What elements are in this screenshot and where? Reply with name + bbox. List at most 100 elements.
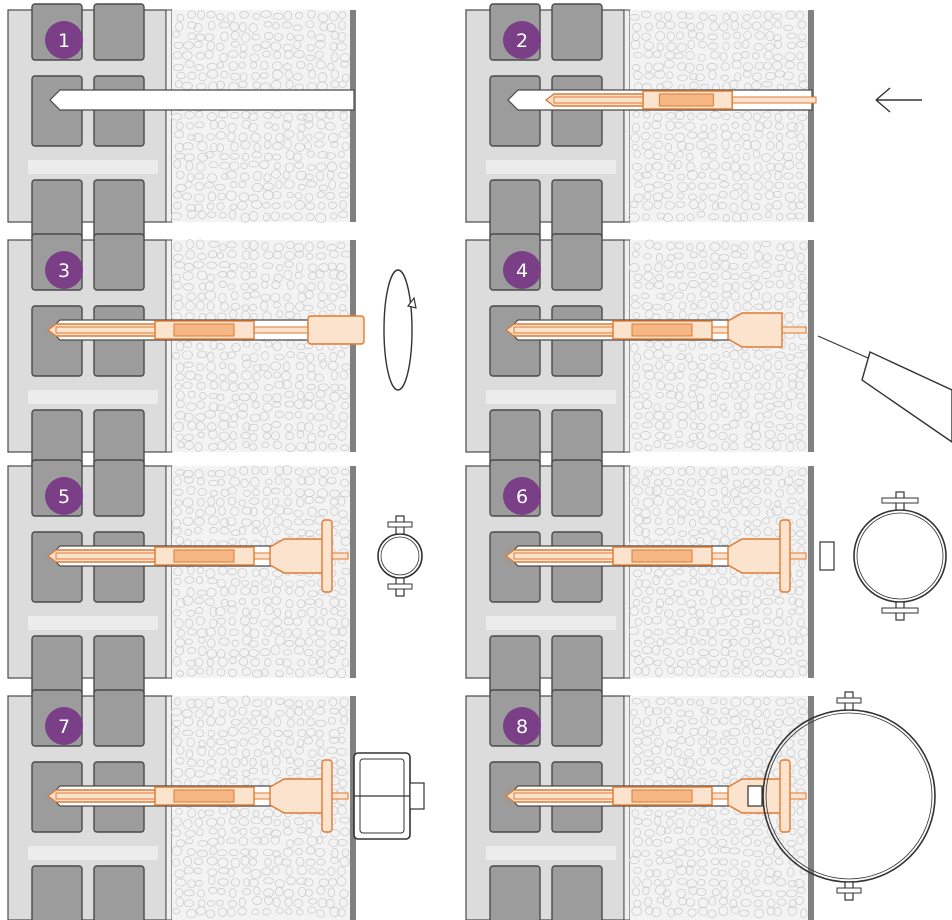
insulation-pebble xyxy=(697,53,706,62)
insulation-pebble xyxy=(665,402,676,410)
insulation-pebble xyxy=(761,292,772,303)
insulation-pebble xyxy=(251,597,261,606)
insulation-pebble xyxy=(656,380,665,391)
insulation-pebble xyxy=(651,707,663,716)
insulation-pebble xyxy=(194,517,205,527)
insulation-pebble xyxy=(251,836,262,845)
insulation-pebble xyxy=(316,649,326,658)
insulation-pebble xyxy=(304,422,314,433)
insulation-pebble xyxy=(708,836,718,846)
insulation-pebble xyxy=(654,568,664,579)
step-badge: 5 xyxy=(45,477,83,515)
insulation-pebble xyxy=(697,858,708,868)
step-number: 4 xyxy=(516,260,528,282)
insulation-pebble xyxy=(194,880,203,887)
step-badge: 6 xyxy=(503,477,541,515)
insulation-pebble xyxy=(228,747,238,756)
insulation-pebble xyxy=(696,509,705,518)
insulation-pebble xyxy=(263,370,272,379)
insulation-pebble xyxy=(729,727,741,737)
insulation-pebble xyxy=(337,640,347,648)
insulation-pebble xyxy=(775,279,785,289)
insulation-pebble xyxy=(285,443,296,452)
insulation-pebble xyxy=(688,617,699,627)
insulation-pebble xyxy=(752,466,763,475)
insulation-pebble xyxy=(182,729,194,737)
insulation-pebble xyxy=(677,419,688,430)
insulation-pebble xyxy=(264,340,273,348)
insulation-pebble xyxy=(730,836,739,846)
insulation-pebble xyxy=(172,526,182,536)
insulation-pebble xyxy=(236,410,248,419)
insulation-pebble xyxy=(228,616,236,626)
insulation-pebble xyxy=(708,14,718,22)
insulation-pebble xyxy=(722,151,731,160)
insulation-pebble xyxy=(270,829,282,838)
insulation-pebble xyxy=(338,20,346,31)
masonry-cell xyxy=(93,635,145,697)
insulation-pebble xyxy=(293,817,305,826)
insulation-pebble xyxy=(172,858,181,867)
insulation-pebble xyxy=(655,431,666,440)
insulation-pebble xyxy=(762,890,773,898)
insulation-pebble xyxy=(688,182,696,191)
insulation-pebble xyxy=(338,80,347,88)
insulation-pebble xyxy=(206,737,216,748)
insulation-pebble xyxy=(674,110,685,121)
masonry-cell xyxy=(93,75,145,147)
insulation-pebble xyxy=(275,180,283,190)
insulation-pebble xyxy=(230,506,240,517)
insulation-pebble xyxy=(729,618,740,627)
insulation-pebble xyxy=(674,430,684,438)
insulation-pebble xyxy=(678,897,687,906)
insulation-pebble xyxy=(719,879,728,889)
insulation-pebble xyxy=(749,274,761,282)
insulation-pebble xyxy=(227,739,239,749)
insulation-pebble xyxy=(631,697,642,705)
insulation-pebble xyxy=(328,697,338,707)
insulation-pebble xyxy=(306,43,315,52)
insulation-pebble xyxy=(751,619,761,628)
insulation-pebble xyxy=(740,898,752,907)
step-number: 6 xyxy=(516,486,528,508)
insulation-pebble xyxy=(194,709,205,719)
masonry-cell xyxy=(551,3,603,61)
insulation-pebble xyxy=(640,430,651,440)
insulation-pebble xyxy=(642,200,653,211)
insulation-pebble xyxy=(798,707,809,716)
insulation-pebble xyxy=(238,382,248,391)
insulation-pebble xyxy=(304,141,312,150)
insulation-pebble xyxy=(708,292,719,300)
insulation-pebble xyxy=(765,726,774,736)
insulation-pebble xyxy=(216,441,228,451)
step-8-panel: 8 xyxy=(465,689,952,920)
insulation-pebble xyxy=(263,190,274,201)
insulation-pebble xyxy=(732,183,743,190)
insulation-pebble xyxy=(773,163,784,172)
insulation-pebble xyxy=(294,706,304,716)
insulation-pebble xyxy=(259,708,269,717)
insulation-pebble xyxy=(718,174,728,181)
insulation-pebble xyxy=(689,303,698,311)
insulation-pebble xyxy=(241,153,250,161)
insulation-pebble xyxy=(216,617,226,625)
insulation-pebble xyxy=(753,737,762,746)
insulation-pebble xyxy=(230,302,241,311)
insulation-pebble xyxy=(629,263,640,273)
insulation-pebble xyxy=(271,586,281,595)
insulation-pebble xyxy=(675,241,685,250)
insulation-pebble xyxy=(228,60,238,71)
insulation-pebble xyxy=(783,172,794,180)
insulation-pebble xyxy=(251,527,260,535)
insulation-pebble xyxy=(642,363,654,372)
insulation-pebble xyxy=(688,818,699,828)
insulation-pebble xyxy=(786,889,798,898)
insulation-pebble xyxy=(304,495,314,505)
insulation-pebble xyxy=(654,517,663,525)
insulation-pebble xyxy=(776,213,784,221)
insulation-pebble xyxy=(249,506,258,517)
insulation-pebble xyxy=(175,341,184,352)
insulation-pebble xyxy=(197,497,205,507)
insulation-pebble xyxy=(764,429,776,440)
insulation-pebble xyxy=(340,444,350,452)
